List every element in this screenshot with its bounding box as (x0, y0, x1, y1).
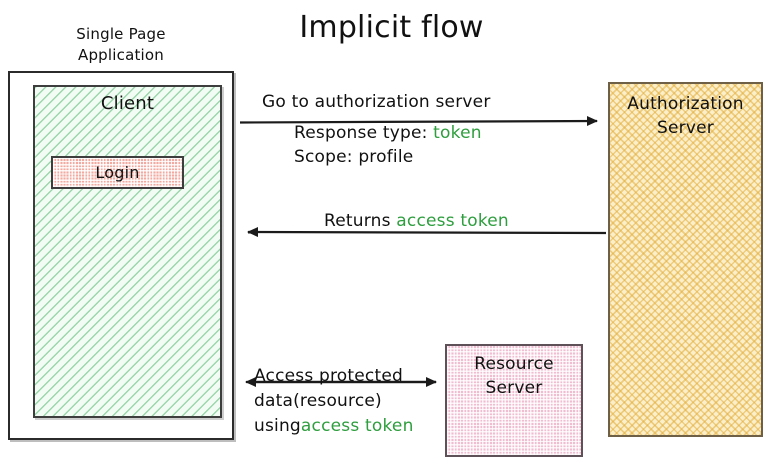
resource-server-label: Resource Server (445, 352, 583, 400)
login-button-label: Login (95, 162, 140, 182)
authorization-server-line1: Authorization (627, 94, 744, 114)
authorization-server-label: Authorization Server (608, 92, 763, 140)
caption-scope-line: Scope: profile (294, 147, 414, 167)
resource-server-box (445, 344, 583, 457)
caption-returns-prefix: Returns (324, 211, 391, 231)
client-label: Client (100, 93, 155, 114)
caption-access-line1: Access protected (254, 366, 403, 386)
caption-returns-access-token: Returns access token (324, 209, 509, 233)
authorization-server-box (608, 82, 763, 437)
spa-label: Single Page Application (8, 24, 234, 66)
caption-access-line3-prefix: using (254, 416, 301, 436)
caption-request-params: Response type: token Scope: profile (294, 121, 482, 169)
caption-access-line3: usingaccess token (254, 414, 414, 439)
spa-label-line1: Single Page (76, 25, 166, 43)
caption-returns-value: access token (396, 211, 509, 231)
resource-server-line2: Server (485, 378, 543, 398)
login-button[interactable]: Login (51, 156, 184, 189)
page-title: Implicit flow (299, 10, 484, 45)
client-box (33, 85, 222, 418)
caption-response-type-value: token (433, 123, 482, 143)
caption-goto-authorization-server: Go to authorization server (262, 92, 491, 112)
caption-response-type-line: Response type: token (294, 121, 482, 145)
caption-access-line2: data(resource) (254, 391, 382, 411)
resource-server-line1: Resource (474, 354, 554, 374)
authorization-server-line2: Server (657, 118, 714, 138)
spa-label-line2: Application (77, 46, 164, 64)
caption-access-protected-data: Access protected data(resource) usingacc… (254, 364, 414, 439)
caption-access-line3-value: access token (300, 416, 414, 436)
caption-response-type-key: Response type: (294, 123, 428, 143)
